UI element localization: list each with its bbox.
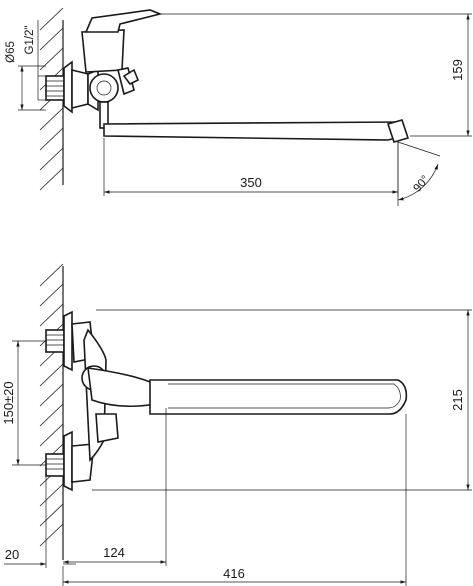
- dim-side-height-label: 159: [450, 59, 465, 81]
- side-dim-angle: 90°: [397, 141, 441, 206]
- side-dim-left: Ø65 G1/2": [5, 20, 46, 111]
- front-dim-wall: 20: [4, 476, 76, 568]
- front-dim-height: 215: [92, 309, 472, 491]
- dim-wall-label: 20: [5, 547, 19, 562]
- side-dim-reach: 350: [103, 138, 399, 196]
- front-dim-total: 416: [62, 414, 407, 586]
- dim-angle-label: 90°: [412, 174, 432, 195]
- dim-handle-label: 124: [103, 545, 125, 560]
- dim-diameter-label: Ø65: [5, 41, 17, 63]
- dim-reach-label: 350: [240, 175, 262, 190]
- side-view: Ø65 G1/2" 159 350 90°: [5, 7, 472, 206]
- dim-front-height-label: 215: [450, 389, 465, 411]
- front-wall: [39, 263, 64, 560]
- side-inlet: [45, 60, 89, 114]
- front-view: 150±20 215 124 20 416: [1, 263, 472, 586]
- dim-thread-label: G1/2": [24, 25, 36, 54]
- side-dim-height: 159: [160, 13, 472, 137]
- dim-total-label: 416: [223, 566, 245, 581]
- side-body: [81, 9, 410, 143]
- front-inlet-lower: [45, 430, 95, 492]
- front-body: [81, 328, 408, 462]
- dim-spacing-label: 150±20: [1, 381, 16, 424]
- front-dim-spacing: 150±20: [1, 340, 46, 466]
- front-dim-handle: 124: [62, 408, 167, 566]
